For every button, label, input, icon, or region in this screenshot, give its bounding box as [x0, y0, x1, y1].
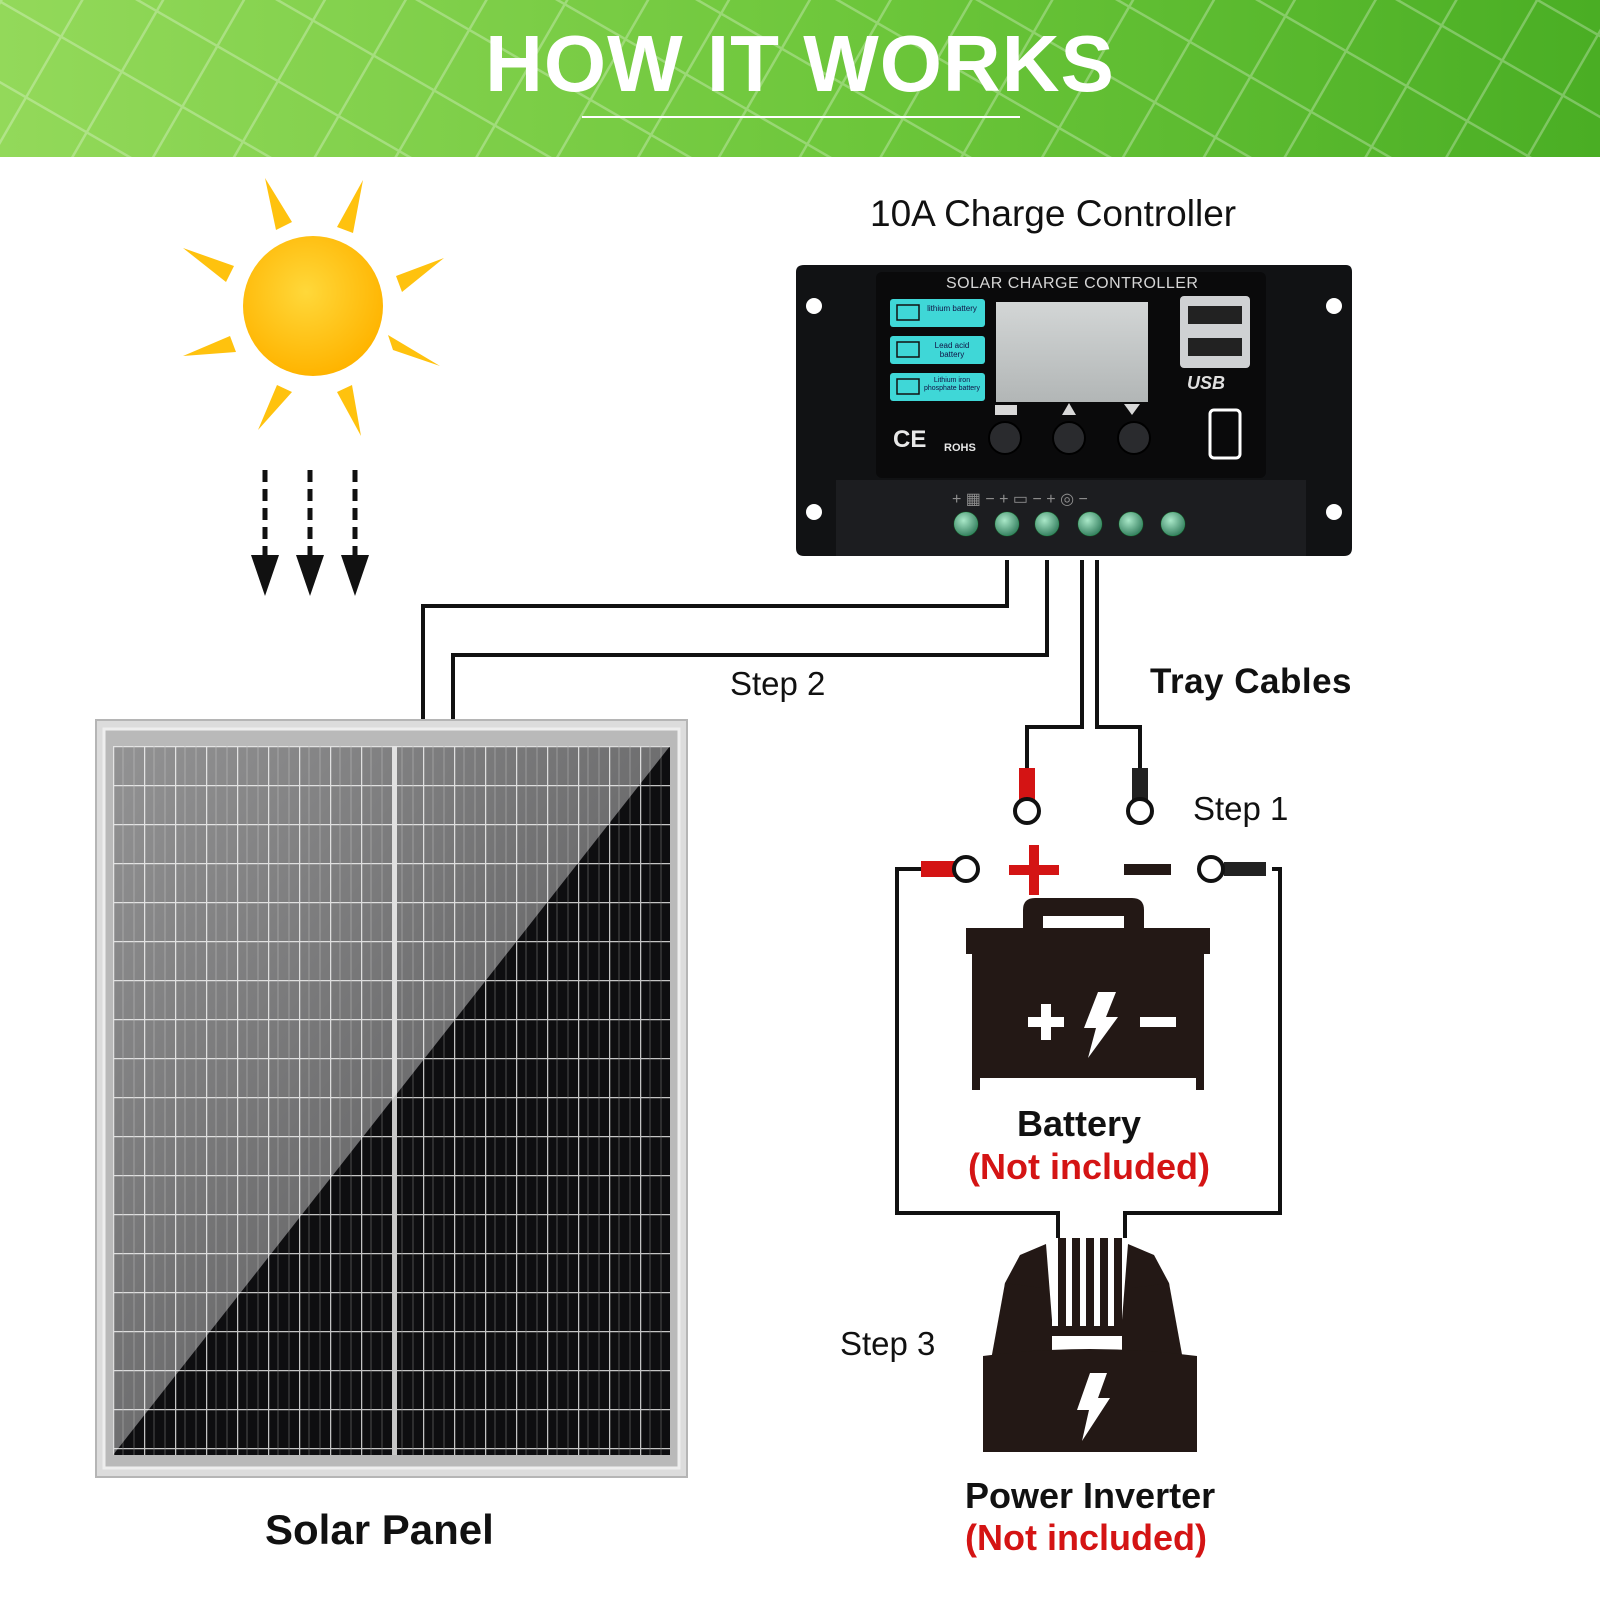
battery-type-lead-acid: Lead acid battery: [934, 341, 970, 359]
label-power-inverter: Power Inverter: [965, 1475, 1216, 1516]
label-step3: Step 3: [840, 1325, 936, 1362]
page-title: HOW IT WORKS: [485, 19, 1115, 108]
charge-controller-device: + ▦ − + ▭ − + ◎ −: [796, 265, 1352, 556]
label-inverter-not-included: (Not included): [965, 1517, 1207, 1558]
solar-panel-image: [95, 719, 688, 1478]
ce-mark: CE: [893, 426, 927, 453]
label-step2: Step 2: [730, 665, 826, 702]
battery-cable-negative-icon: [1197, 855, 1266, 883]
plus-sign-icon: [1009, 845, 1059, 895]
sunlight-arrows-icon: [251, 470, 369, 596]
sun-icon: [183, 178, 444, 436]
battery-type-lithium-iron: Lithium iron phosphate battery: [923, 377, 981, 392]
ring-terminal-negative-icon: [1126, 768, 1154, 825]
usb-label: USB: [1187, 373, 1226, 393]
ring-terminal-positive-icon: [1013, 768, 1041, 825]
battery-type-lithium: lithium battery: [927, 304, 977, 313]
power-inverter-icon: [983, 1238, 1197, 1452]
minus-sign-icon: [1124, 864, 1171, 875]
battery-icon: [966, 898, 1210, 1090]
label-battery-not-included: (Not included): [968, 1146, 1210, 1187]
label-solar-panel: Solar Panel: [265, 1506, 494, 1553]
title-underline: [582, 116, 1020, 118]
banner-panel-grid: [0, 0, 1600, 157]
svg-text:+ ▦ − + ▭ − + ◎ −: + ▦ − + ▭ − + ◎ −: [952, 491, 1088, 508]
label-tray-cables: Tray Cables: [1150, 662, 1352, 701]
label-battery: Battery: [1017, 1103, 1142, 1144]
label-charge-controller: 10A Charge Controller: [870, 193, 1237, 234]
tray-cables: [421, 560, 1282, 1238]
rohs-mark: ROHS: [944, 442, 976, 454]
label-step1: Step 1: [1193, 790, 1289, 827]
controller-header: SOLAR CHARGE CONTROLLER: [946, 275, 1199, 292]
battery-cable-positive-icon: [921, 855, 980, 883]
